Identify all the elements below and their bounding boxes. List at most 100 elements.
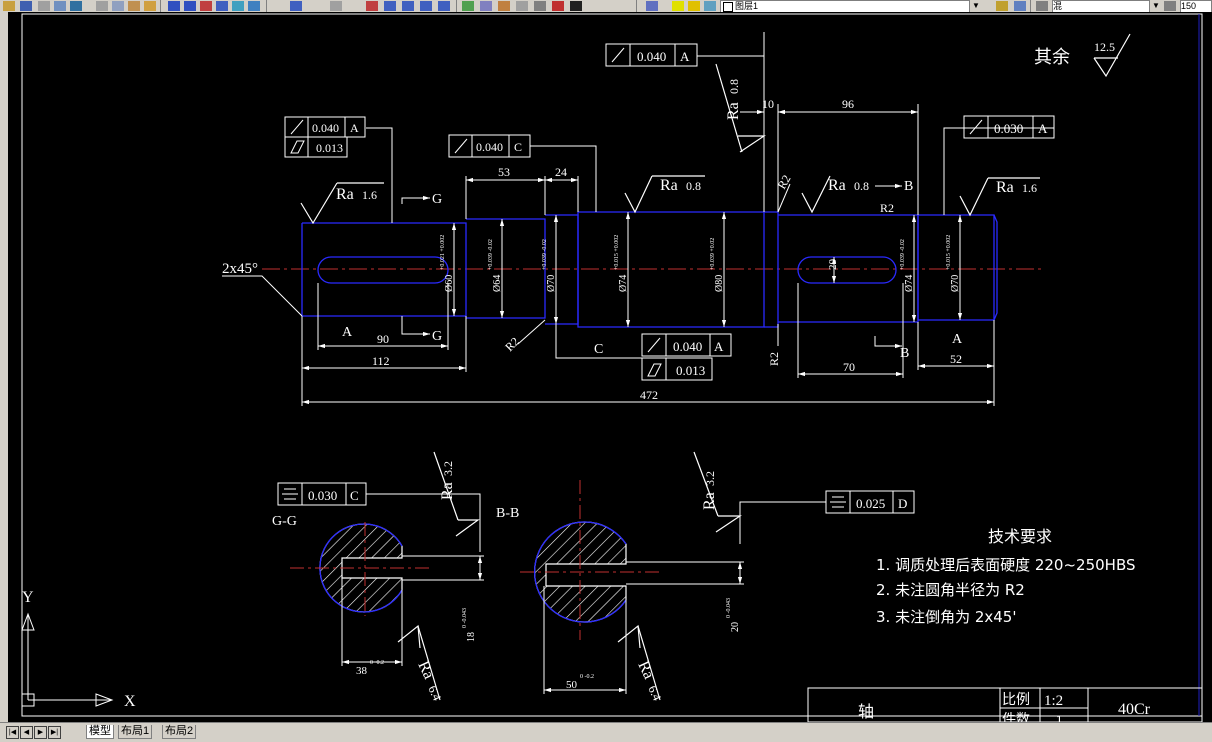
note-1: 1. 调质处理后表面硬度 220~250HBS bbox=[876, 556, 1136, 574]
first-tab-icon[interactable]: |◀ bbox=[6, 726, 19, 739]
layer-dropdown[interactable]: 图层1 bbox=[720, 0, 970, 12]
fcf-mid-datum: C bbox=[514, 140, 522, 154]
layer-dropdown-arrow-icon[interactable]: ▼ bbox=[970, 1, 982, 11]
dia-70a: Ø70 bbox=[546, 275, 557, 292]
tolerance-frames bbox=[277, 43, 1055, 552]
zoom-extents-icon[interactable] bbox=[420, 1, 432, 11]
zoom-window-icon[interactable] bbox=[232, 1, 244, 11]
copy-icon[interactable] bbox=[112, 1, 124, 11]
dim-96: 96 bbox=[842, 97, 854, 111]
properties-icon[interactable] bbox=[462, 1, 474, 11]
save-icon[interactable] bbox=[20, 1, 32, 11]
ra-gg-value: 3.2 bbox=[441, 461, 455, 476]
qty-value: 1 bbox=[1056, 712, 1063, 722]
fcf-right-datum: A bbox=[1038, 121, 1048, 136]
section-g-g bbox=[290, 522, 484, 666]
dim-10: 10 bbox=[762, 97, 774, 111]
dim-20: 20 bbox=[827, 259, 839, 271]
match-properties-icon[interactable] bbox=[144, 1, 156, 11]
text-style-icon[interactable] bbox=[1036, 1, 1048, 11]
dia-60-tol: +0.021 +0.002 bbox=[440, 235, 446, 270]
cut-icon[interactable] bbox=[96, 1, 108, 11]
ra-left-label: Ra bbox=[336, 186, 354, 203]
make-current-icon[interactable] bbox=[996, 1, 1008, 11]
section-mark-b-top: B bbox=[904, 179, 913, 194]
fcf-bottom-value: 0.040 bbox=[673, 339, 702, 354]
tab-layout1[interactable]: 布局1 bbox=[118, 725, 153, 739]
sheet-set-icon[interactable] bbox=[516, 1, 528, 11]
ucs-icon[interactable] bbox=[290, 1, 302, 11]
zoom-previous-icon[interactable] bbox=[248, 1, 260, 11]
ra-mid-value: 0.8 bbox=[686, 179, 701, 193]
style-dropdown[interactable]: 混 bbox=[1052, 0, 1150, 12]
tab-model[interactable]: 模型 bbox=[86, 725, 114, 739]
dia-70b: Ø70 bbox=[950, 275, 961, 292]
ucs-x-label: X bbox=[124, 693, 136, 710]
layer-on-icon[interactable] bbox=[672, 1, 684, 11]
dim-style-icon[interactable] bbox=[1164, 1, 1176, 11]
datum-a-right: A bbox=[952, 332, 963, 347]
pan-icon[interactable] bbox=[200, 1, 212, 11]
section-mark-g-top: G bbox=[432, 192, 442, 207]
publish-icon[interactable] bbox=[70, 1, 82, 11]
design-center-icon[interactable] bbox=[480, 1, 492, 11]
undo-icon[interactable] bbox=[168, 1, 180, 11]
fcf-gg-value: 0.030 bbox=[308, 488, 337, 503]
bb-width: 20 bbox=[730, 622, 741, 632]
ra-gg-bottom-label: Ra bbox=[414, 659, 437, 682]
last-tab-icon[interactable]: ▶| bbox=[48, 726, 61, 739]
markup-icon[interactable] bbox=[534, 1, 546, 11]
dim-90: 90 bbox=[377, 332, 389, 346]
drawing-svg: 0.040 A 0.040 A 0.013 0.040 C 0.030 A 0.… bbox=[21, 13, 1203, 722]
open-icon[interactable] bbox=[3, 1, 15, 11]
print-icon[interactable] bbox=[38, 1, 50, 11]
rest-label: 其余 bbox=[1034, 47, 1070, 68]
zoom-in-icon[interactable] bbox=[384, 1, 396, 11]
bb-depth-tol: 0 -0.2 bbox=[580, 674, 594, 680]
help-icon[interactable] bbox=[570, 1, 582, 11]
dia-60: Ø60 bbox=[444, 275, 455, 292]
dia-64-tol: +0.039 -0.02 bbox=[488, 239, 494, 270]
vertical-scroll-strip[interactable] bbox=[0, 12, 8, 722]
zoom-all-icon[interactable] bbox=[438, 1, 450, 11]
redo-icon[interactable] bbox=[184, 1, 196, 11]
ra-mid-label: Ra bbox=[660, 177, 678, 194]
drawing-area[interactable]: 0.040 A 0.040 A 0.013 0.040 C 0.030 A 0.… bbox=[8, 12, 1212, 722]
r2-label-top: R2 bbox=[880, 201, 894, 215]
layer-previous-icon[interactable] bbox=[1014, 1, 1026, 11]
fcf-top-value: 0.040 bbox=[637, 49, 666, 64]
ra-bb-bottom-label: Ra bbox=[634, 659, 657, 682]
layer-manager-icon[interactable] bbox=[646, 1, 658, 11]
fcf-gg-datum: C bbox=[350, 488, 359, 503]
plot-preview-icon[interactable] bbox=[54, 1, 66, 11]
ra-bb-value: 3.2 bbox=[703, 471, 717, 486]
dim-24: 24 bbox=[555, 165, 567, 179]
dia-64: Ø64 bbox=[492, 275, 503, 292]
gg-depth: 38 bbox=[356, 665, 368, 677]
zoom-value: 150 bbox=[1181, 1, 1197, 11]
ra-gg-label: Ra bbox=[439, 482, 456, 500]
layer-freeze-icon[interactable] bbox=[688, 1, 700, 11]
prev-tab-icon[interactable]: ◀ bbox=[20, 726, 33, 739]
layout-tab-bar: |◀ ◀ ▶ ▶| 模型 布局1 布局2 bbox=[0, 722, 1212, 742]
next-tab-icon[interactable]: ▶ bbox=[34, 726, 47, 739]
fcf-mid-value: 0.040 bbox=[476, 140, 503, 154]
drawing-frame bbox=[21, 13, 1203, 717]
tool-palettes-icon[interactable] bbox=[498, 1, 510, 11]
named-views-icon[interactable] bbox=[330, 1, 342, 11]
pan-realtime-icon[interactable] bbox=[366, 1, 378, 11]
paste-icon[interactable] bbox=[128, 1, 140, 11]
zoom-out-icon[interactable] bbox=[402, 1, 414, 11]
ra-top-label: Ra bbox=[725, 102, 742, 120]
dia-74a-tol: +0.015 +0.002 bbox=[614, 235, 620, 270]
ra-far-label: Ra bbox=[996, 179, 1014, 196]
standard-toolbar: 图层1 ▼ 混 ▼ 150 bbox=[0, 0, 1212, 13]
dia-80: Ø80 bbox=[714, 275, 725, 292]
style-dropdown-arrow-icon[interactable]: ▼ bbox=[1150, 1, 1162, 11]
title-block bbox=[807, 687, 1203, 722]
style-name: 混 bbox=[1053, 1, 1063, 11]
zoom-realtime-icon[interactable] bbox=[216, 1, 228, 11]
tab-layout2[interactable]: 布局2 bbox=[162, 725, 197, 739]
quickcalc-icon[interactable] bbox=[552, 1, 564, 11]
layer-lock-icon[interactable] bbox=[704, 1, 716, 11]
